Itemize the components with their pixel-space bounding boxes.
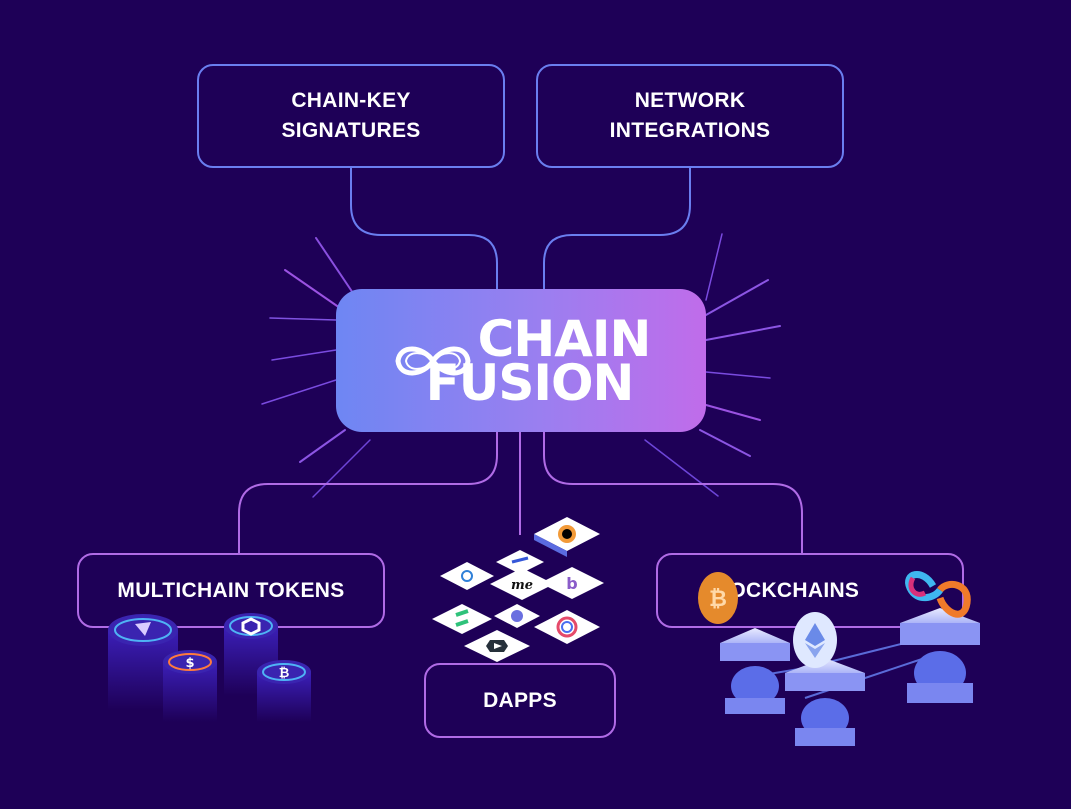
internet-computer-logo-icon (905, 571, 971, 618)
title-line-2: FUSION (425, 353, 635, 412)
ethereum-coin-icon (793, 612, 837, 668)
node-label: DAPPS (483, 688, 557, 712)
connector-tokens (238, 432, 498, 553)
svg-text:₿: ₿ (709, 587, 727, 612)
multichain-tokens-illustration: $ ₿ (108, 613, 311, 722)
connector-network (543, 168, 691, 289)
svg-text:₿: ₿ (279, 666, 290, 681)
node-label: NETWORK (634, 89, 746, 112)
bitcoin-coin-pedestal (720, 628, 790, 714)
usdc-token-icon: $ (163, 650, 217, 722)
node-label: INTEGRATIONS (609, 119, 771, 142)
svg-text:me: me (511, 578, 533, 593)
play-shield-app-icon (464, 630, 530, 662)
node-chain-key-signatures: CHAIN-KEY SIGNATURES (197, 64, 505, 168)
dapps-illustration: me b (432, 517, 604, 662)
title-line-1: CHAIN (477, 309, 652, 368)
node-dapps: DAPPS (424, 663, 616, 738)
ethereum-coin-pedestal (785, 658, 865, 746)
me-app-icon: me (490, 568, 554, 600)
blockchains-illustration: ₿ (698, 571, 980, 746)
node-label: MULTICHAIN TOKENS (117, 578, 345, 602)
spiral-app-icon (534, 610, 600, 644)
bitcoin-coin-icon: ₿ (698, 572, 738, 624)
connector-chain-key (350, 168, 498, 289)
node-network-integrations: NETWORK INTEGRATIONS (536, 64, 844, 168)
bitcoin-token-icon: ₿ (257, 660, 311, 722)
chain-fusion-title-box: CHAIN FUSION (336, 289, 706, 432)
internet-computer-pedestal (900, 608, 980, 703)
infinity-app-icon (494, 604, 540, 628)
stripe-app-icon (496, 550, 544, 574)
burst-rays (261, 233, 781, 498)
svg-text:$: $ (185, 656, 194, 671)
node-label: BLOCKCHAINS (700, 578, 860, 602)
connector-blockchains (543, 432, 803, 553)
svg-text:b: b (566, 574, 577, 593)
b-app-icon: b (540, 567, 604, 599)
node-label: CHAIN-KEY (291, 89, 411, 112)
green-slash-app-icon (432, 604, 492, 634)
infinity-icon (395, 346, 471, 375)
blue-ring-app-icon (440, 562, 494, 590)
node-label: SIGNATURES (281, 119, 421, 142)
orange-eye-app-icon (534, 517, 600, 557)
